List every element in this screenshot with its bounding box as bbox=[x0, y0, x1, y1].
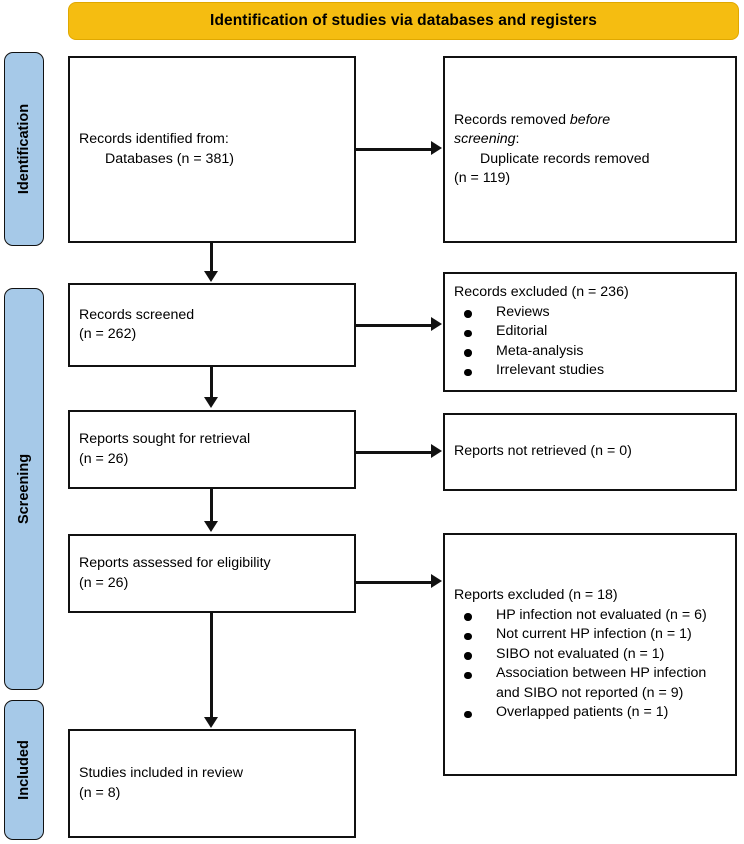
arrow-sought-to-not-retrieved bbox=[431, 444, 442, 458]
records-identified-line2: Databases (n = 381) bbox=[105, 150, 234, 167]
box-records-screened: Records screened (n = 262) bbox=[68, 283, 356, 367]
stage-label-screening: Screening bbox=[16, 453, 32, 525]
bullet-icon bbox=[464, 310, 472, 318]
stage-label-identification: Identification bbox=[16, 103, 32, 195]
list-item: Meta-analysis bbox=[454, 342, 726, 362]
reports-sought-line2: (n = 26) bbox=[79, 450, 129, 467]
reports-sought-line1: Reports sought for retrieval bbox=[79, 431, 251, 447]
box-reports-assessed: Reports assessed for eligibility (n = 26… bbox=[68, 534, 356, 613]
list-item: Irrelevant studies bbox=[454, 361, 726, 381]
arrow-identified-to-removed bbox=[431, 141, 442, 155]
bullet-icon bbox=[464, 613, 472, 621]
reports-assessed-line2: (n = 26) bbox=[79, 574, 129, 591]
connector-screened-to-sought bbox=[210, 367, 213, 398]
list-item: Reviews bbox=[454, 303, 726, 323]
stage-bar-identification: Identification bbox=[4, 52, 44, 246]
reports-excluded-list: HP infection not evaluated (n = 6) Not c… bbox=[454, 606, 726, 723]
connector-identified-to-removed bbox=[356, 148, 432, 151]
connector-identified-to-screened bbox=[210, 243, 213, 273]
bullet-icon bbox=[464, 368, 472, 377]
arrow-sought-to-assessed bbox=[203, 521, 218, 532]
box-reports-not-retrieved: Reports not retrieved (n = 0) bbox=[443, 413, 737, 491]
reports-assessed-line1: Reports assessed for eligibility bbox=[79, 555, 271, 571]
connector-sought-to-not-retrieved bbox=[356, 451, 432, 454]
records-removed-line2-plain: : bbox=[515, 131, 520, 147]
box-records-excluded: Records excluded (n = 236) Reviews Edito… bbox=[443, 272, 737, 392]
arrow-assessed-to-included bbox=[203, 717, 218, 728]
records-identified-line1: Records identified from: bbox=[79, 131, 229, 147]
bullet-icon bbox=[464, 710, 472, 719]
list-item: Not current HP infection (n = 1) bbox=[454, 625, 726, 645]
box-records-removed: Records removed before screening: Duplic… bbox=[443, 56, 737, 243]
box-studies-included: Studies included in review (n = 8) bbox=[68, 729, 356, 838]
bullet-icon bbox=[464, 632, 472, 641]
arrow-screened-to-sought bbox=[203, 397, 218, 408]
reports-not-retrieved-line1: Reports not retrieved (n = 0) bbox=[454, 443, 632, 460]
records-screened-line1: Records screened bbox=[79, 306, 195, 323]
box-records-identified: Records identified from: Databases (n = … bbox=[68, 56, 356, 243]
arrow-assessed-to-excluded bbox=[431, 574, 442, 588]
box-reports-sought: Reports sought for retrieval (n = 26) bbox=[68, 410, 356, 489]
records-removed-line4: (n = 119) bbox=[454, 170, 511, 186]
records-removed-line3: Duplicate records removed bbox=[480, 150, 650, 167]
arrow-identified-to-screened bbox=[203, 271, 218, 282]
records-removed-line1-plain: Records removed bbox=[454, 111, 570, 128]
records-excluded-heading: Records excluded (n = 236) bbox=[454, 284, 629, 301]
records-screened-line2: (n = 262) bbox=[79, 326, 137, 342]
connector-sought-to-assessed bbox=[210, 489, 213, 522]
arrow-screened-to-excluded bbox=[431, 317, 442, 331]
stage-bar-included: Included bbox=[4, 700, 44, 840]
records-excluded-list: Reviews Editorial Meta-analysis Irreleva… bbox=[454, 303, 726, 381]
connector-screened-to-excluded bbox=[356, 324, 432, 327]
list-item: HP infection not evaluated (n = 6) bbox=[454, 606, 726, 626]
records-removed-line1-italic: before bbox=[569, 111, 611, 128]
bullet-icon bbox=[464, 671, 472, 680]
identification-banner: Identification of studies via databases … bbox=[68, 2, 739, 40]
bullet-icon bbox=[464, 329, 472, 338]
list-item: Association between HP infection and SIB… bbox=[454, 664, 726, 703]
list-item: SIBO not evaluated (n = 1) bbox=[454, 645, 726, 665]
records-removed-line2-italic: screening bbox=[454, 131, 516, 147]
studies-included-line1: Studies included in review bbox=[79, 765, 244, 781]
connector-assessed-to-included bbox=[210, 613, 213, 718]
reports-excluded-heading: Reports excluded (n = 18) bbox=[454, 587, 618, 604]
box-reports-excluded: Reports excluded (n = 18) HP infection n… bbox=[443, 533, 737, 776]
banner-title: Identification of studies via databases … bbox=[210, 12, 597, 29]
stage-bar-screening: Screening bbox=[4, 288, 44, 690]
bullet-icon bbox=[464, 349, 472, 357]
stage-label-included: Included bbox=[16, 740, 32, 800]
connector-assessed-to-excluded bbox=[356, 581, 432, 584]
list-item: Editorial bbox=[454, 322, 726, 342]
studies-included-line2: (n = 8) bbox=[79, 784, 121, 801]
list-item: Overlapped patients (n = 1) bbox=[454, 703, 726, 723]
bullet-icon bbox=[464, 652, 472, 660]
